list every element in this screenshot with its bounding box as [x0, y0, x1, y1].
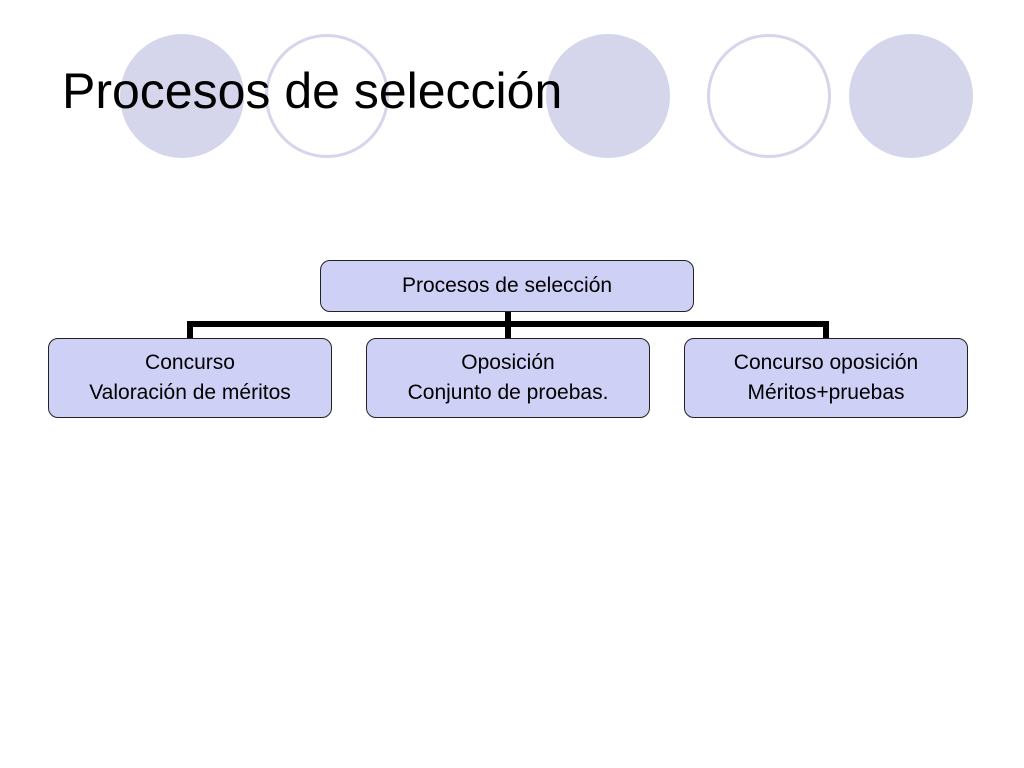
org-chart-node-concurso: Concurso Valoración de méritos — [48, 338, 332, 418]
org-chart-node-concurso-oposicion: Concurso oposición Méritos+pruebas — [684, 338, 968, 418]
decorative-circle-3 — [546, 34, 670, 158]
decorative-circle-1 — [120, 34, 244, 158]
org-chart-root-node: Procesos de selección — [320, 260, 694, 312]
node-title: Concurso — [145, 350, 235, 374]
node-subtitle: Méritos+pruebas — [747, 381, 905, 404]
root-node-label: Procesos de selección — [401, 273, 613, 297]
org-chart-node-oposicion: Oposición Conjunto de proebas. — [366, 338, 650, 418]
decorative-circle-5 — [849, 34, 973, 158]
decorative-circle-4 — [707, 34, 831, 158]
slide-title: Procesos de selección — [62, 63, 563, 119]
node-subtitle: Valoración de méritos — [89, 381, 291, 404]
node-title: Oposición — [461, 350, 555, 374]
node-title: Concurso oposición — [733, 350, 919, 374]
node-subtitle: Conjunto de proebas. — [407, 381, 609, 404]
decorative-circle-2 — [265, 34, 389, 158]
